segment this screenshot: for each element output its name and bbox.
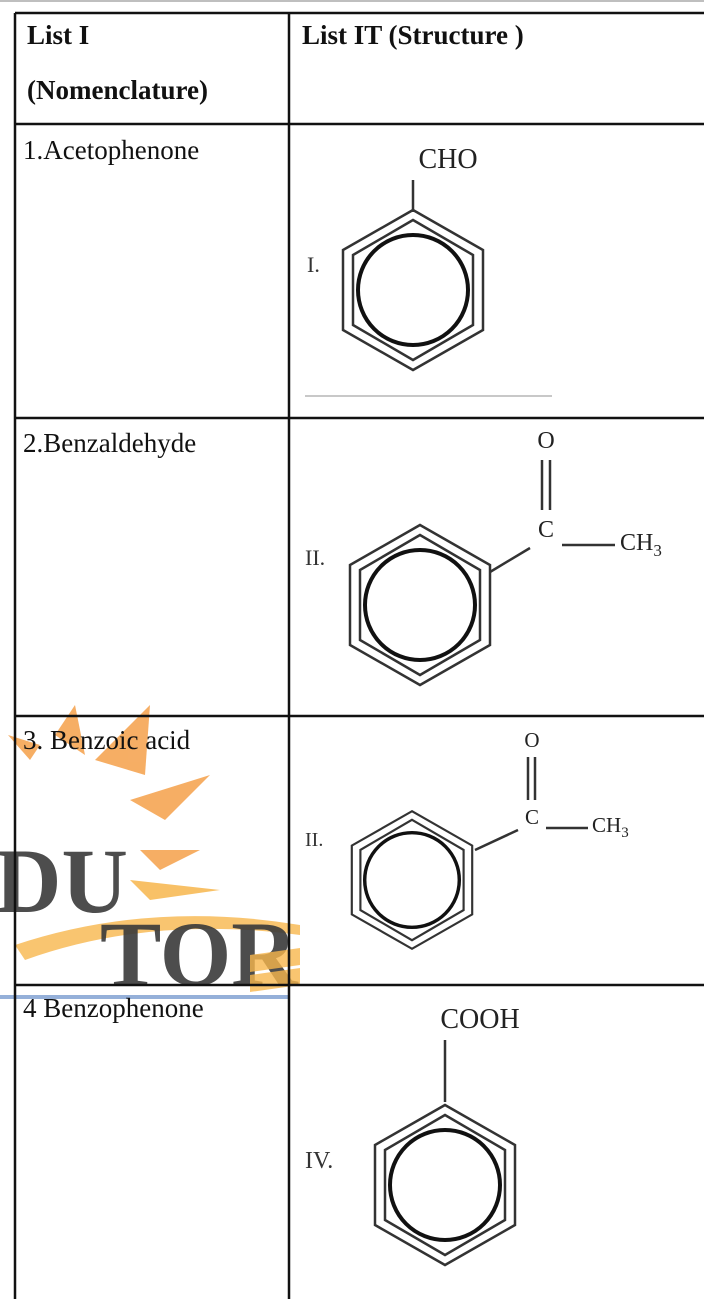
- structure-2-methyl-sub: 3: [653, 541, 662, 560]
- structure-2-roman: II.: [305, 545, 325, 570]
- structure-3-carbon: C: [525, 805, 539, 829]
- row-1-name: 1.Acetophenone: [23, 135, 200, 165]
- swoosh: [15, 916, 300, 960]
- structure-1-roman: I.: [307, 252, 320, 277]
- header-list1: List I: [27, 20, 90, 50]
- structure-4-substituent: COOH: [440, 1004, 519, 1035]
- structure-1-substituent: CHO: [418, 144, 477, 175]
- row-2-name: 2.Benzaldehyde: [23, 428, 197, 458]
- structure-3-methyl: CH: [592, 813, 621, 837]
- structure-2-methyl: CH: [620, 530, 653, 556]
- structure-2-oxygen: O: [537, 428, 554, 454]
- header-nomenclature: (Nomenclature): [27, 75, 208, 105]
- structure-1: CHO I.: [305, 144, 552, 397]
- svg-text:CH3: CH3: [592, 813, 629, 841]
- top-divider: [0, 0, 704, 2]
- structure-3-methyl-sub: 3: [621, 825, 629, 841]
- structure-3-oxygen: O: [524, 728, 539, 752]
- row-3-name: 3. Benzoic acid: [23, 725, 191, 755]
- structure-3: O C CH3 II.: [305, 728, 629, 951]
- sun-rays: [8, 705, 220, 900]
- header-list2: List IT (Structure ): [302, 20, 524, 50]
- structure-2: O C CH3 II.: [305, 428, 662, 687]
- structure-3-roman: II.: [305, 829, 323, 851]
- structure-4-roman: IV.: [305, 1148, 333, 1174]
- structure-2-carbon: C: [538, 517, 554, 543]
- structure-4: COOH IV.: [305, 1004, 520, 1267]
- svg-text:CH3: CH3: [620, 530, 662, 560]
- watermark-word1: DU: [0, 830, 128, 932]
- row-4-name: 4 Benzophenone: [23, 993, 204, 1023]
